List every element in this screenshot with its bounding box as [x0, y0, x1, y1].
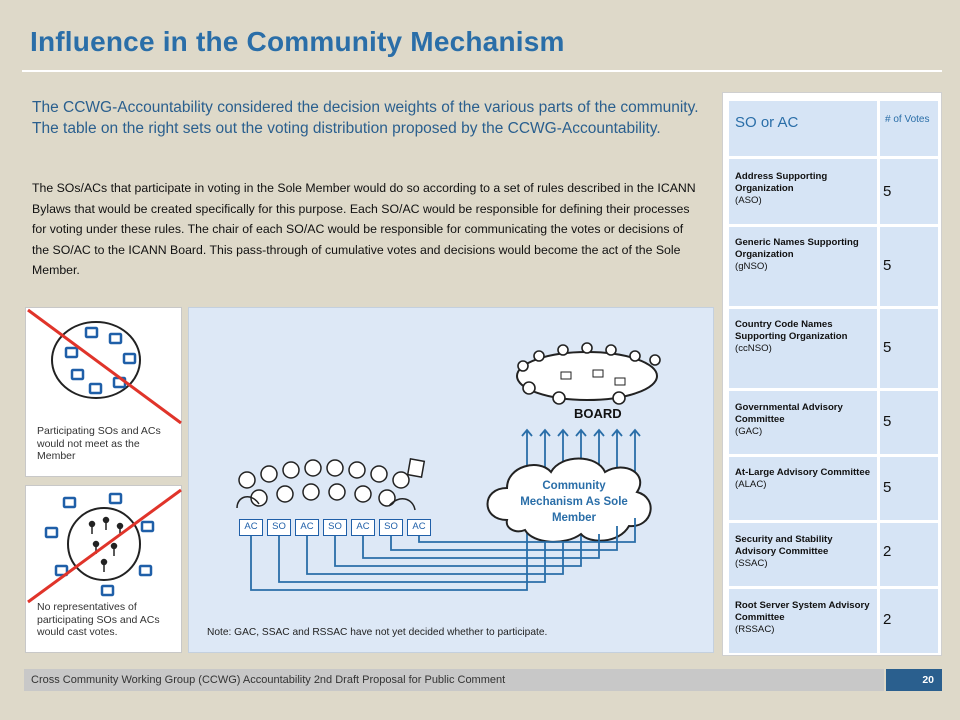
- table-row: Root Server System Advisory Committee(RS…: [729, 589, 938, 653]
- cross-out-line: [27, 488, 182, 604]
- row-votes: 5: [883, 183, 892, 200]
- chip-so: SO: [323, 519, 347, 536]
- community-cloud: [486, 457, 652, 543]
- row-name: Country Code Names Supporting Organizati…: [735, 319, 848, 342]
- footer-bar: Cross Community Working Group (CCWG) Acc…: [24, 669, 884, 691]
- footer-text: Cross Community Working Group (CCWG) Acc…: [31, 674, 506, 686]
- row-votes: 5: [883, 257, 892, 274]
- row-abbr: (ccNSO): [735, 343, 772, 354]
- body-paragraph: The SOs/ACs that participate in voting i…: [32, 181, 696, 278]
- row-name: Governmental Advisory Committee: [735, 402, 843, 425]
- voting-table: SO or AC # of Votes Address Supporting O…: [722, 92, 942, 656]
- chip-ac: AC: [407, 519, 431, 536]
- panel-no-representatives: No representatives of participating SOs …: [25, 485, 182, 653]
- slide-title: Influence in the Community Mechanism: [30, 26, 565, 57]
- table-row: Security and Stability Advisory Committe…: [729, 523, 938, 589]
- chip-connection-lines: [250, 518, 636, 591]
- representatives-illustration: [27, 488, 182, 604]
- row-votes: 2: [883, 611, 892, 628]
- meeting-circle-illustration: [27, 308, 182, 425]
- cloud-label: Community Mechanism As Sole Member: [520, 480, 628, 524]
- row-votes: 5: [883, 479, 892, 496]
- diagram-graphic: [236, 342, 661, 591]
- row-abbr: (SSAC): [735, 558, 768, 569]
- table-row: At-Large Advisory Committee(ALAC) 5: [729, 457, 938, 523]
- row-name: Root Server System Advisory Committee: [735, 600, 870, 623]
- crowd-illustration: [238, 458, 426, 507]
- row-votes: 2: [883, 543, 892, 560]
- chip-so: SO: [379, 519, 403, 536]
- table-row: Governmental Advisory Committee(GAC) 5: [729, 391, 938, 457]
- panel-no-meeting: Participating SOs and ACs would not meet…: [25, 307, 182, 477]
- community-mechanism-diagram: BOARD Community Mechanism As Sole Member…: [188, 307, 714, 653]
- row-abbr: (ALAC): [735, 479, 767, 490]
- chip-ac: AC: [295, 519, 319, 536]
- row-abbr: (gNSO): [735, 261, 768, 272]
- chip-ac: AC: [351, 519, 375, 536]
- title-divider: [22, 70, 942, 72]
- panel-a-caption: Participating SOs and ACs would not meet…: [37, 425, 161, 462]
- table-row: Generic Names Supporting Organization(gN…: [729, 227, 938, 309]
- row-name: At-Large Advisory Committee: [735, 467, 871, 478]
- board-illustration: [516, 342, 661, 405]
- panel-b-caption: No representatives of participating SOs …: [37, 601, 160, 638]
- cross-out-line: [27, 308, 182, 425]
- lead-paragraph: The CCWG-Accountability considered the d…: [32, 99, 699, 137]
- table-row: Address Supporting Organization(ASO) 5: [729, 159, 938, 227]
- chip-so: SO: [267, 519, 291, 536]
- header-votes: # of Votes: [885, 114, 930, 125]
- table-row: Country Code Names Supporting Organizati…: [729, 309, 938, 391]
- chip-ac: AC: [239, 519, 263, 536]
- row-name: Security and Stability Advisory Committe…: [735, 534, 833, 557]
- board-label: BOARD: [574, 406, 622, 421]
- page-number: 20: [886, 669, 942, 691]
- row-votes: 5: [883, 413, 892, 430]
- row-abbr: (ASO): [735, 195, 762, 206]
- row-name: Address Supporting Organization: [735, 171, 828, 194]
- row-abbr: (RSSAC): [735, 624, 775, 635]
- row-name: Generic Names Supporting Organization: [735, 237, 859, 260]
- row-votes: 5: [883, 339, 892, 356]
- row-abbr: (GAC): [735, 426, 763, 437]
- header-so-or-ac: SO or AC: [735, 114, 799, 131]
- diagram-note: Note: GAC, SSAC and RSSAC have not yet d…: [207, 627, 548, 638]
- table-header: SO or AC # of Votes: [729, 101, 938, 159]
